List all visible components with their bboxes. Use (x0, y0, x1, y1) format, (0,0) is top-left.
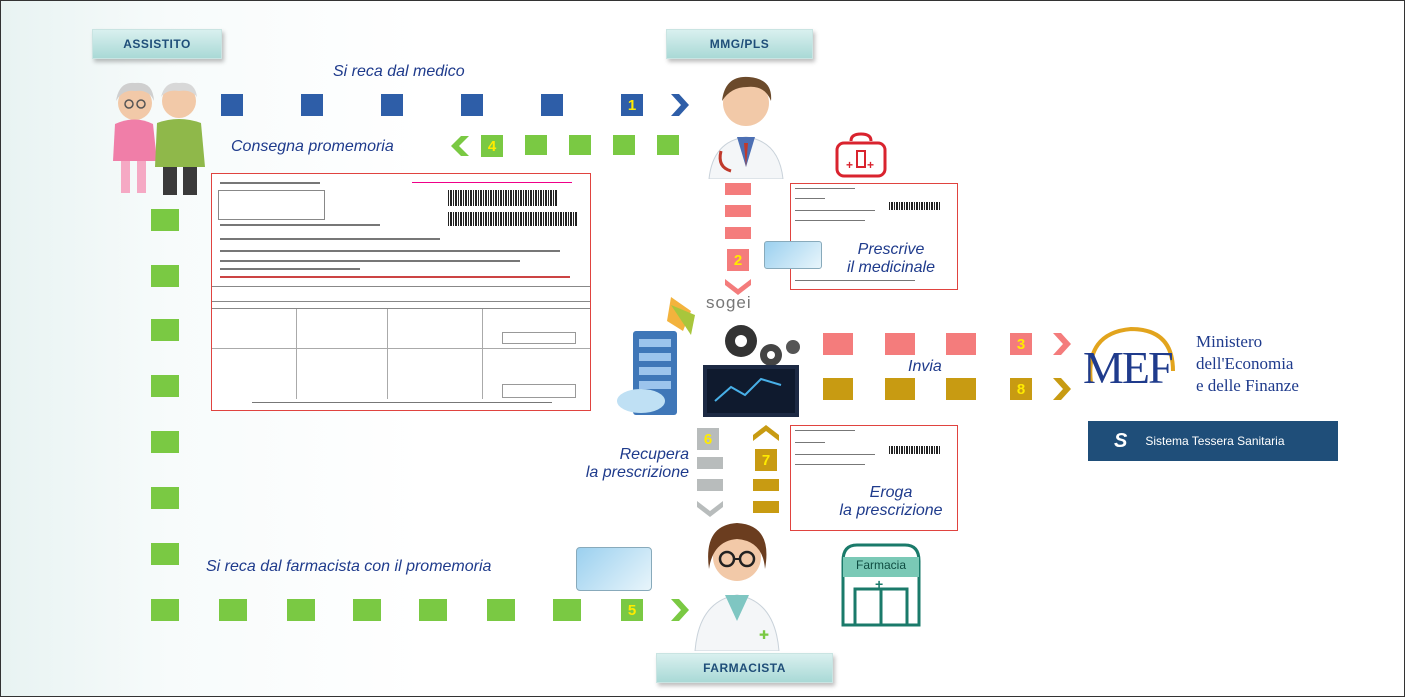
green-dash (219, 599, 247, 621)
step-1-badge: 1 (621, 94, 643, 116)
caption-eroga: Eroga la prescrizione (831, 484, 951, 520)
green-dash (287, 599, 315, 621)
step-4-badge: 4 (481, 135, 503, 157)
role-farmacista: FARMACISTA (656, 653, 833, 683)
pink-dash (725, 183, 751, 195)
sogei-server-icon (617, 297, 800, 417)
green-dash (353, 599, 381, 621)
green-dash (151, 375, 179, 397)
grey-dash (697, 457, 723, 469)
pink-dash (885, 333, 915, 355)
mef-line-2: dell'Economia (1196, 354, 1294, 373)
sts-label: Sistema Tessera Sanitaria (1145, 434, 1285, 448)
mef-line-3: e delle Finanze (1196, 376, 1299, 395)
green-dash (487, 599, 515, 621)
health-card-icon (764, 241, 822, 269)
green-dash (151, 543, 179, 565)
step-3-badge: 3 (1010, 333, 1032, 355)
prescription-receipt-top (790, 183, 958, 290)
caption-eroga-line1: Eroga (869, 484, 913, 501)
prescription-document (211, 173, 591, 411)
pharmacist-icon: ✚ (694, 523, 780, 651)
caption-recupera-line1: Recupera (619, 446, 689, 463)
svg-text:+: + (846, 158, 853, 172)
caption-si-reca-dal-medico: Si reca dal medico (333, 63, 465, 80)
pink-dash (946, 333, 976, 355)
elderly-couple-icon (113, 82, 205, 195)
step-7-badge: 7 (755, 449, 777, 471)
role-assistito: ASSISTITO (92, 29, 222, 59)
green-dash (525, 135, 547, 155)
caption-si-reca-dal-farmacista: Si reca dal farmacista con il promemoria (206, 558, 492, 575)
caption-prescrive-line2: il medicinale (846, 259, 936, 276)
medical-bag-icon: + + (835, 132, 887, 178)
blue-dash (221, 94, 243, 116)
grey-arrow-down-icon (697, 501, 723, 517)
green-dash (151, 319, 179, 341)
green-dash (151, 599, 179, 621)
caption-eroga-line2: la prescrizione (839, 502, 943, 519)
pharmacy-building-icon: + (841, 543, 921, 627)
mef-line-1: Ministero (1196, 332, 1263, 351)
step-2-badge: 2 (727, 249, 749, 271)
gold-dash (946, 378, 976, 400)
green-dash (151, 431, 179, 453)
gold-dash (823, 378, 853, 400)
pink-dash (725, 205, 751, 217)
sogei-logo-text: sogei (706, 293, 752, 312)
pink-dash (725, 227, 751, 239)
pink-arrow-right-icon (1053, 333, 1071, 355)
caption-recupera-line2: la prescrizione (585, 464, 689, 481)
grey-dash (697, 479, 723, 491)
prescription-receipt-bottom (790, 425, 958, 531)
sts-logo-icon: S (1114, 429, 1128, 452)
mef-ministry-name: Ministero dell'Economia e delle Finanze (1196, 331, 1299, 397)
caption-prescrive-line1: Prescrive (857, 241, 925, 258)
svg-text:+: + (867, 158, 874, 172)
step-5-badge: 5 (621, 599, 643, 621)
svg-text:✚: ✚ (759, 628, 769, 642)
gold-dash (885, 378, 915, 400)
caption-consegna-promemoria: Consegna promemoria (231, 138, 394, 155)
caption-prescrive: Prescrive il medicinale (831, 241, 951, 277)
pink-arrow-down-icon (725, 279, 751, 295)
blue-dash (301, 94, 323, 116)
green-dash (657, 135, 679, 155)
green-dash (151, 265, 179, 287)
blue-dash (381, 94, 403, 116)
green-dash (553, 599, 581, 621)
mef-acronym: MEF (1083, 342, 1174, 393)
mef-emblem-icon (1088, 326, 1175, 384)
green-dash (419, 599, 447, 621)
svg-text:+: + (875, 576, 883, 592)
blue-dash (461, 94, 483, 116)
step-6-badge: 6 (697, 428, 719, 450)
green-arrow-right-icon (671, 599, 689, 621)
gold-arrow-up-icon (753, 425, 779, 441)
caption-recupera: Recupera la prescrizione (549, 446, 689, 482)
pink-dash (823, 333, 853, 355)
gold-dash (753, 501, 779, 513)
green-arrow-left-icon (451, 136, 469, 156)
farmacia-sign: Farmacia (855, 558, 906, 572)
gold-arrow-right-icon (1053, 378, 1071, 400)
doctor-icon (708, 76, 784, 179)
blue-arrow-right-icon (671, 94, 689, 116)
green-dash (151, 487, 179, 509)
health-card-icon (576, 547, 652, 591)
blue-dash (541, 94, 563, 116)
green-dash (151, 209, 179, 231)
caption-invia: Invia (908, 358, 942, 375)
step-8-badge: 8 (1010, 378, 1032, 400)
green-dash (613, 135, 635, 155)
green-dash (569, 135, 591, 155)
sistema-tessera-sanitaria-banner: S Sistema Tessera Sanitaria (1088, 421, 1338, 461)
gold-dash (753, 479, 779, 491)
role-mmg-pls: MMG/PLS (666, 29, 813, 59)
